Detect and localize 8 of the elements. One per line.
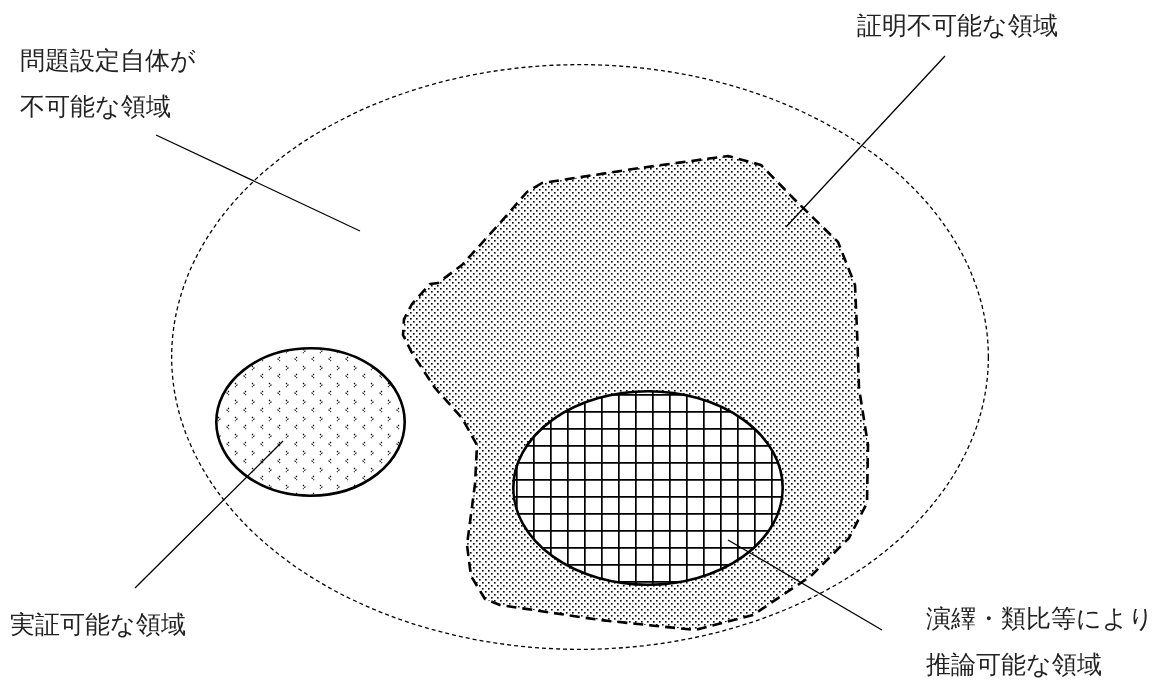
leader-line (727, 539, 883, 631)
region-label: 実証可能な領域 (10, 602, 210, 648)
region-label: 演繹・類比等により推論可能な領域 (926, 596, 1166, 687)
leader-line (134, 440, 284, 589)
region-label: 証明不可能な領域 (857, 3, 1097, 49)
region-label: 問題設定自体が不可能な領域 (20, 38, 205, 130)
leader-line (155, 134, 361, 232)
leader-line (785, 55, 946, 228)
